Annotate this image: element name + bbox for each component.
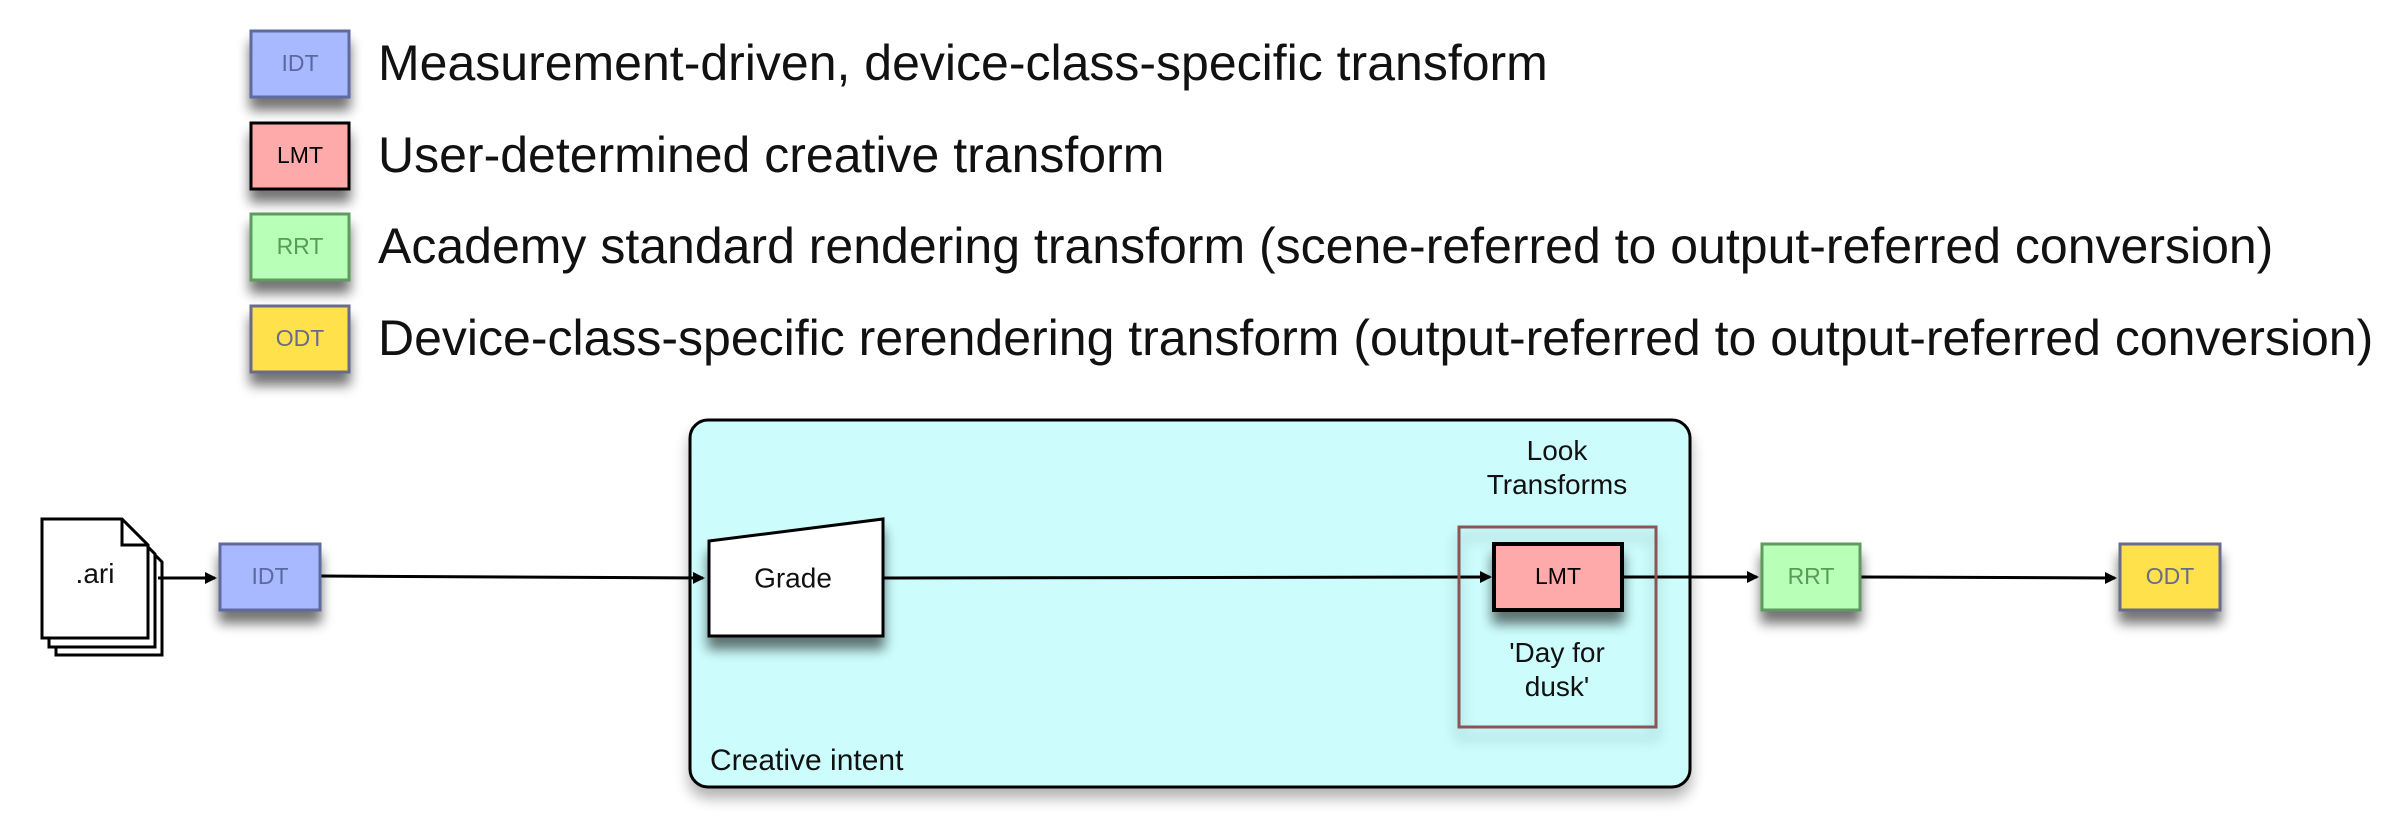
legend-abbr-odt: ODT [276,325,325,351]
legend: IDT Measurement-driven, device-class-spe… [249,29,2373,374]
lmt-box [1492,542,1624,612]
lmt-label: LMT [1535,563,1581,589]
legend-text-rrt: Academy standard rendering transform (sc… [378,218,2273,274]
legend-abbr-lmt: LMT [277,142,323,168]
idt-box [218,542,322,612]
arrow-rrt-to-odt [1859,571,2117,584]
odt-box [2118,542,2222,612]
ari-file-stack-icon [40,517,164,657]
lmt-caption-line1: 'Day for [1509,637,1605,668]
grade-box [707,517,885,638]
rrt-box [1760,542,1862,612]
legend-swatch-odt [249,304,351,374]
source-label: .ari [76,558,115,589]
arrow-grade-to-lmt [882,571,1492,584]
odt-label: ODT [2146,563,2195,589]
legend-text-idt: Measurement-driven, device-class-specifi… [378,35,1548,91]
rrt-label: RRT [1788,563,1835,589]
legend-swatch-lmt [249,121,351,191]
legend-swatch-rrt [249,212,351,282]
look-title-line2: Transforms [1487,469,1628,500]
creative-intent-region [688,418,1692,789]
look-transforms-group [1457,525,1658,729]
legend-item-idt: IDT Measurement-driven, device-class-spe… [249,29,1548,99]
legend-item-odt: ODT Device-class-specific rerendering tr… [249,304,2373,374]
grade-label: Grade [754,562,832,593]
legend-text-lmt: User-determined creative transform [378,127,1164,183]
legend-swatch-idt [249,29,351,99]
creative-intent-label: Creative intent [710,744,904,777]
look-title-line1: Look [1527,435,1589,466]
legend-item-lmt: LMT User-determined creative transform [249,121,1164,191]
idt-label: IDT [251,563,288,589]
lmt-caption-line2: dusk' [1525,671,1590,702]
legend-item-rrt: RRT Academy standard rendering transform… [249,212,2273,282]
legend-text-odt: Device-class-specific rerendering transf… [378,310,2373,366]
legend-abbr-rrt: RRT [277,233,324,259]
flow-arrows [158,571,2117,584]
arrow-idt-to-grade [319,571,705,584]
legend-abbr-idt: IDT [281,50,318,76]
